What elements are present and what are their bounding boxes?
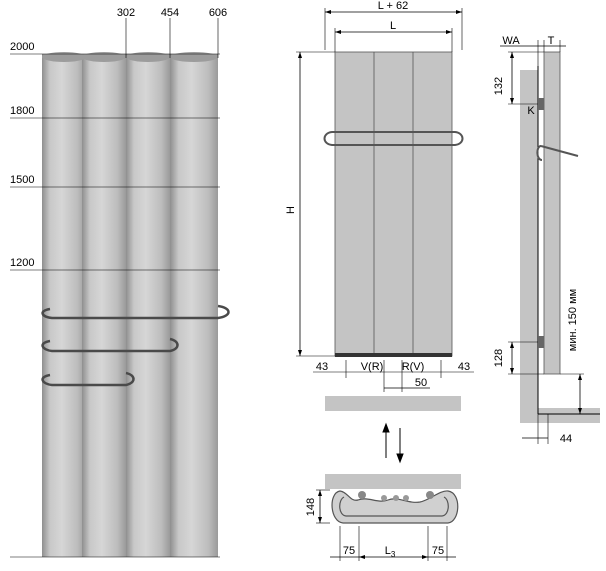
- side-offset-left-label: 43: [316, 361, 328, 373]
- floor-gap-label: мин. 150 мм: [567, 289, 579, 351]
- right-offset-label: 75: [432, 545, 444, 557]
- depth-label: 148: [305, 498, 317, 516]
- bottom-view: [325, 474, 461, 524]
- height-label-1500: 1500: [10, 174, 34, 186]
- swap-arrows-icon: [382, 422, 404, 464]
- pipe-left-label: V(R): [361, 361, 384, 373]
- thickness-label: T: [548, 35, 555, 47]
- height-lines: [10, 18, 220, 558]
- pipe-spacing-label: 50: [415, 377, 427, 389]
- bracket-label: K: [527, 105, 535, 117]
- height-label-1800: 1800: [10, 105, 34, 117]
- width-label-302: 302: [117, 7, 135, 19]
- front-view-panel: [323, 51, 464, 357]
- height-label-1200: 1200: [10, 257, 34, 269]
- side-offset-right-label: 43: [458, 361, 470, 373]
- section-bar: [325, 396, 461, 411]
- height-label: H: [285, 206, 297, 214]
- side-view-dimensions: [500, 40, 584, 444]
- overall-width-label: L + 62: [378, 0, 408, 12]
- bottom-bracket-label: 128: [493, 349, 505, 367]
- wall-distance-label: WA: [502, 35, 520, 47]
- towel-rail-illustration: [41, 304, 230, 387]
- height-label-2000: 2000: [10, 41, 34, 53]
- pipe-right-label: R(V): [402, 361, 425, 373]
- width-label-454: 454: [161, 7, 179, 19]
- width-label-606: 606: [209, 7, 227, 19]
- top-bracket-label: 132: [493, 77, 505, 95]
- center-width-label: L3: [385, 545, 396, 559]
- radiator-illustration: [42, 52, 218, 557]
- left-offset-label: 75: [343, 545, 355, 557]
- front-view-dimensions: [296, 8, 474, 392]
- width-label: L: [390, 20, 396, 32]
- foot-depth-label: 44: [560, 433, 572, 445]
- bottom-view-dimensions: [316, 489, 456, 561]
